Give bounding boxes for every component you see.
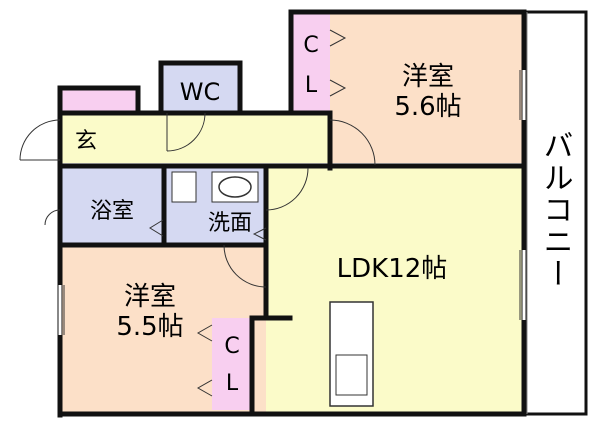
- entrance-label: 玄: [75, 129, 97, 154]
- bathroom-label: 浴室: [90, 199, 134, 224]
- bathroom: [62, 168, 163, 243]
- kitchen-sink: [335, 354, 368, 396]
- western-room-upper-size: 5.6帖: [394, 92, 461, 122]
- ldk: [266, 168, 524, 414]
- closet-lower: [212, 318, 252, 410]
- closet-lower-l: L: [226, 371, 239, 396]
- western-room-upper: [330, 13, 524, 163]
- walls: [57, 9, 527, 418]
- closet-upper-c: C: [303, 33, 318, 58]
- balcony-label: バルコニー: [538, 130, 573, 290]
- wc-label: WC: [180, 78, 221, 106]
- entrance-storage: [62, 90, 137, 112]
- western-room-lower-size: 5.5帖: [116, 312, 183, 342]
- ldk-label: LDK12帖: [337, 254, 448, 284]
- closet-lower-c: C: [224, 334, 239, 359]
- washroom-sink: [171, 171, 197, 203]
- closet-upper: [293, 13, 330, 111]
- washroom-label: 洗面: [208, 211, 252, 236]
- hallway: [110, 113, 330, 163]
- door-swings: [19, 112, 376, 288]
- entrance: [62, 113, 110, 163]
- closet-upper-l: L: [305, 73, 318, 98]
- wc: [163, 65, 238, 113]
- western-room-lower-name: 洋室: [124, 282, 176, 312]
- western-room-upper-name: 洋室: [402, 62, 454, 92]
